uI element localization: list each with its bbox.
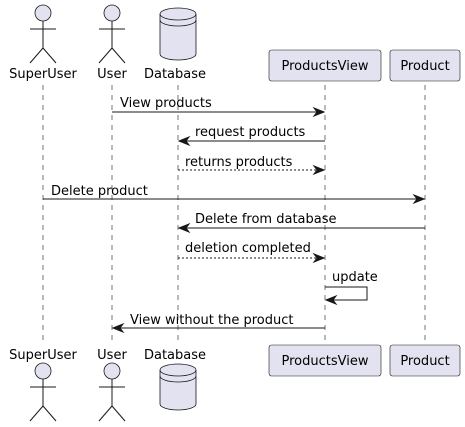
actor-user-top: User: [97, 4, 127, 82]
database-icon-top: Database: [144, 7, 206, 82]
message-delete-product: Delete product: [43, 184, 426, 205]
message-label: deletion completed: [185, 241, 311, 256]
actor-superuser-top: SuperUser: [9, 4, 78, 82]
participant-label-database-bottom: Database: [144, 348, 206, 363]
message-returns-products: returns products: [178, 155, 326, 176]
participant-label-product-top: Product: [400, 59, 449, 74]
message-label: request products: [195, 125, 306, 140]
participant-productsview-top: ProductsView: [268, 49, 382, 82]
participant-label-productsview-bottom: ProductsView: [282, 354, 369, 369]
participant-label-superuser-top: SuperUser: [9, 67, 77, 82]
message-delete-from-database: Delete from database: [177, 212, 425, 234]
database-icon-bottom: Database: [144, 348, 206, 411]
participant-label-product-bottom: Product: [400, 354, 449, 369]
message-request-products: request products: [177, 125, 325, 147]
message-deletion-completed: deletion completed: [178, 241, 326, 264]
message-label: View without the product: [130, 313, 293, 328]
message-label: update: [332, 270, 378, 285]
participant-product-top: Product: [389, 49, 461, 82]
message-view-without-product: View without the product: [111, 313, 325, 334]
message-label: View products: [120, 96, 212, 111]
message-view-products: View products: [112, 96, 326, 118]
participant-label-user-top: User: [97, 67, 127, 82]
participant-productsview-bottom: ProductsView: [268, 344, 382, 377]
actor-superuser-bottom: SuperUser: [9, 348, 78, 422]
message-label: Delete from database: [195, 212, 337, 227]
participant-label-user-bottom: User: [97, 348, 127, 363]
message-label: returns products: [185, 155, 293, 170]
message-update: update: [324, 270, 378, 306]
participant-label-superuser-bottom: SuperUser: [9, 348, 77, 363]
participant-label-productsview-top: ProductsView: [282, 59, 369, 74]
actor-user-bottom: User: [97, 348, 127, 422]
participant-label-database-top: Database: [144, 67, 206, 82]
participant-product-bottom: Product: [389, 344, 461, 377]
message-label: Delete product: [51, 184, 148, 199]
